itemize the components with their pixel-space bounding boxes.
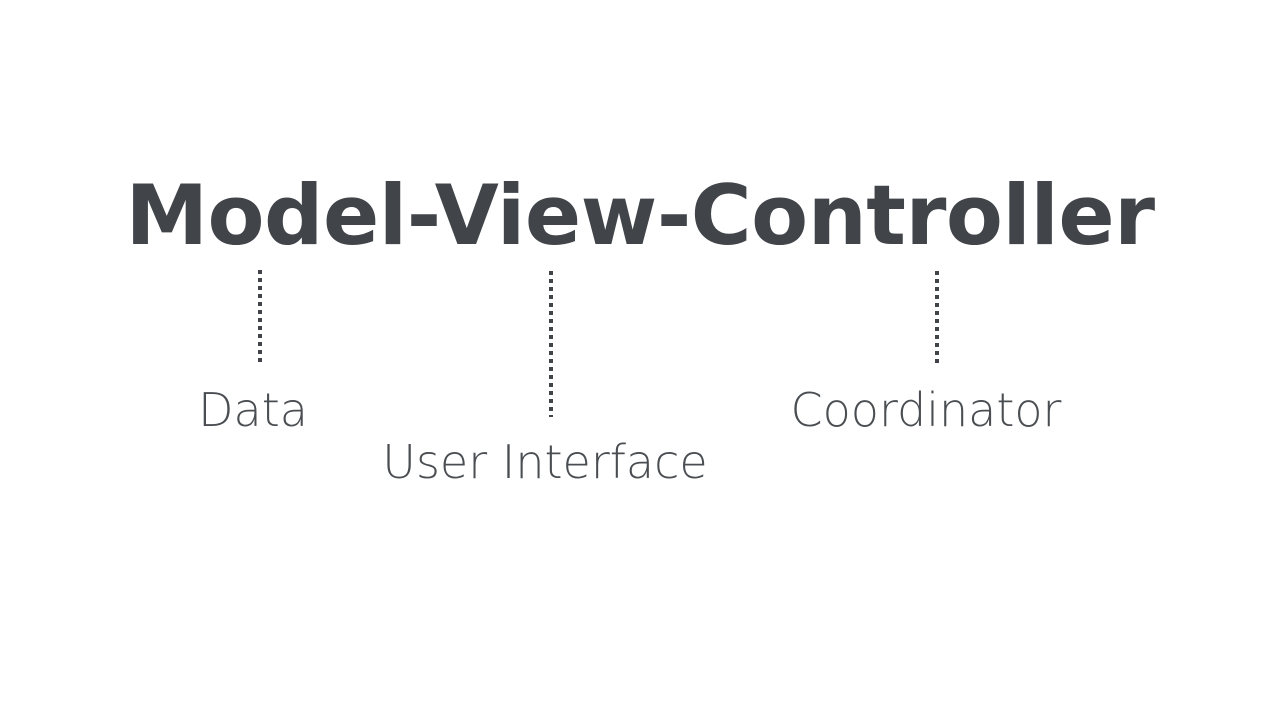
connector-line-model [258, 270, 262, 363]
connector-line-controller [935, 271, 939, 364]
label-model-data: Data [198, 383, 308, 437]
label-controller-coordinator: Coordinator [790, 383, 1062, 437]
page-title: Model-View-Controller [125, 167, 1155, 264]
label-view-user-interface: User Interface [382, 435, 708, 489]
connector-line-view [549, 271, 553, 417]
